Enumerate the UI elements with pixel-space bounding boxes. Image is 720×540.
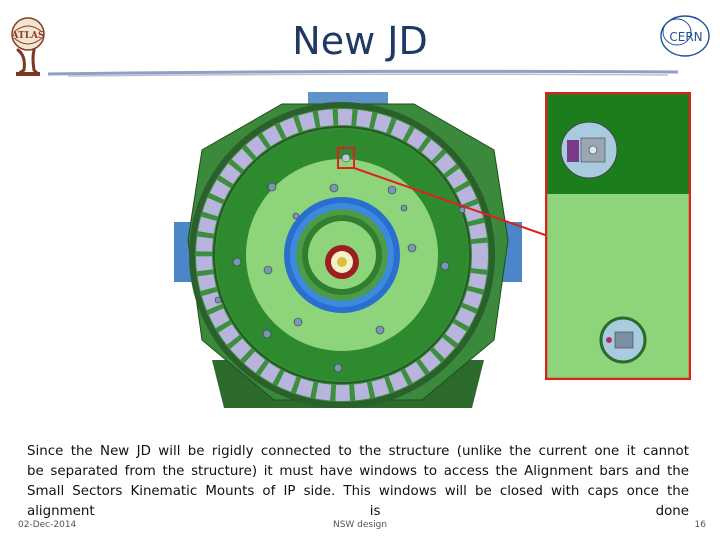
svg-text:ATLAS: ATLAS: [11, 31, 45, 41]
cern-logo: CERN: [660, 15, 710, 57]
title-underline: [48, 69, 678, 77]
atlas-logo: ATLAS: [11, 17, 45, 76]
inset-window-top: [560, 121, 618, 179]
footer-title: NSW design: [332, 520, 388, 530]
highlighted-window-marker: [337, 147, 355, 169]
footer-date: 02-Dec-2014: [18, 520, 77, 530]
slide-body-text: Since the New JD will be rigidly connect…: [27, 444, 689, 519]
jd-disk-diagram: [174, 92, 522, 408]
inset-window-bottom: [599, 316, 647, 364]
svg-text:CERN: CERN: [669, 30, 702, 44]
slide-title: New JD: [292, 19, 428, 63]
page-number: 16: [694, 520, 706, 530]
zoom-inset: [545, 92, 691, 380]
